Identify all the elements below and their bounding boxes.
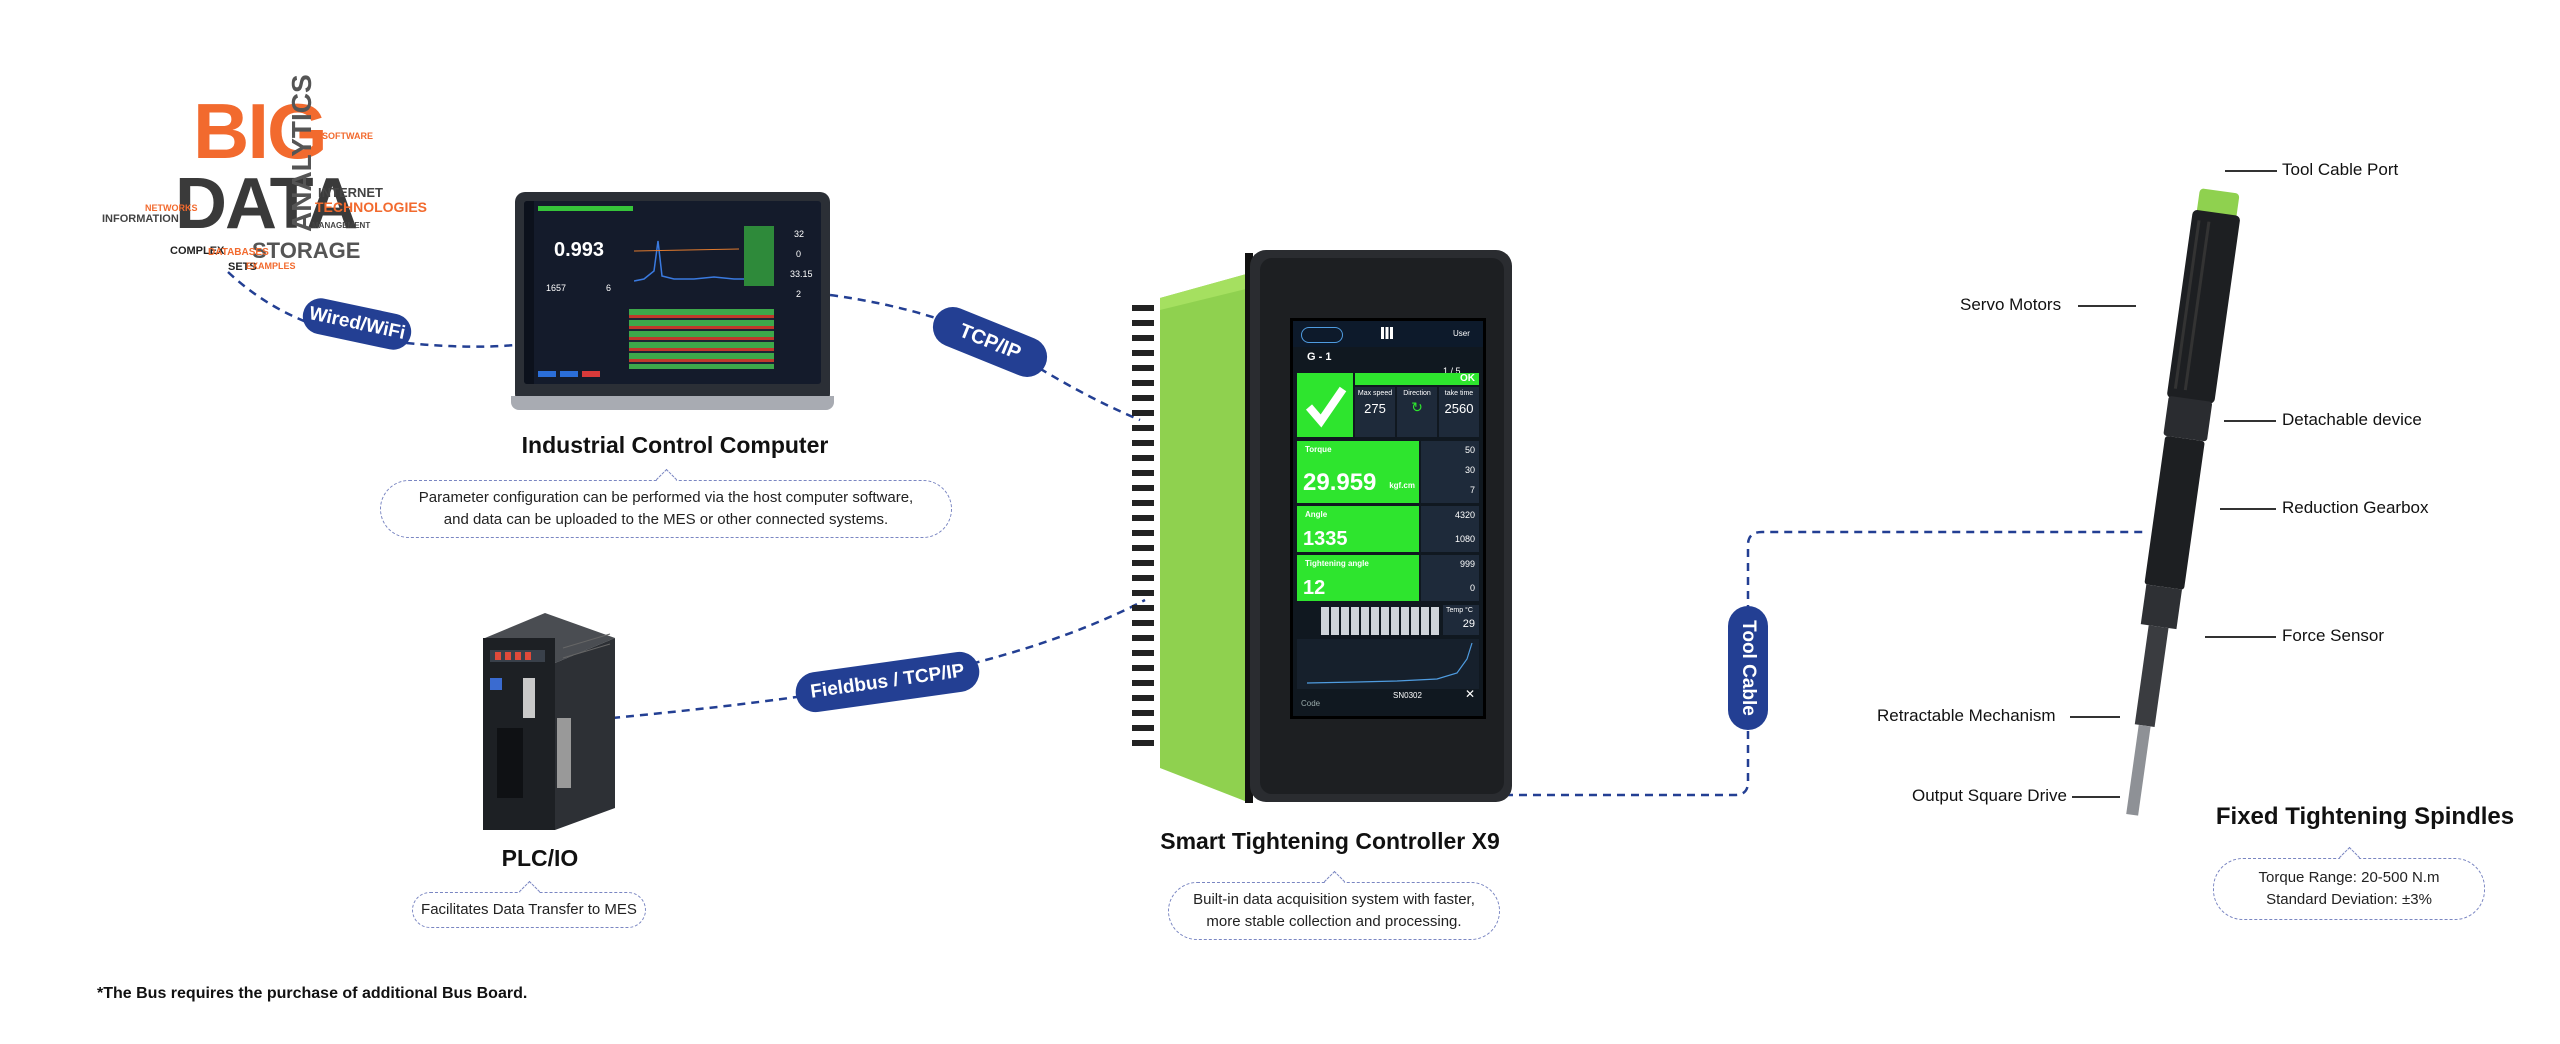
plc-description: Facilitates Data Transfer to MES	[412, 880, 646, 928]
laptop-sub-value-2: 6	[606, 283, 612, 293]
label-reduction-gearbox: Reduction Gearbox	[2282, 498, 2429, 517]
computer-description: Parameter configuration can be performed…	[380, 468, 952, 538]
screen-group: G - 1	[1307, 351, 1332, 363]
ok-check-panel	[1297, 373, 1353, 437]
screen-user[interactable]: User	[1453, 329, 1470, 338]
wc-sets: SETS	[228, 261, 257, 273]
footnote: *The Bus requires the purchase of additi…	[97, 985, 528, 1002]
tightening-logo-icon	[1301, 327, 1343, 343]
tightening-angle-panel: Tightening angle 12	[1297, 555, 1419, 601]
wc-databases: DATABASES	[208, 247, 269, 258]
label-force-sensor: Force Sensor	[2282, 626, 2385, 645]
label-tool-cable-port: Tool Cable Port	[2282, 160, 2399, 179]
screen-code-label: Code	[1301, 699, 1321, 708]
ok-badge: OK	[1355, 373, 1479, 385]
plc-desc-text: Facilitates Data Transfer to MES	[421, 901, 637, 918]
wc-big: BIG	[193, 87, 328, 175]
screen-angle: 1335	[1303, 528, 1348, 550]
controller-title: Smart Tightening Controller X9	[1160, 828, 1500, 854]
wc-internet: INTERNET	[318, 185, 383, 200]
wire-controller-spindle	[1418, 530, 2145, 797]
torque-limits: 50 30 7	[1421, 441, 1479, 503]
screen-count: 1 / 5	[1443, 366, 1461, 376]
laptop-right-1: 32	[794, 229, 805, 239]
spindle-spec-line2: Standard Deviation: ±3%	[2266, 891, 2432, 908]
screen-sn: SN0302	[1393, 691, 1422, 700]
plc-device-image	[483, 613, 615, 830]
wc-storage: STORAGE	[252, 238, 361, 263]
industrial-computer-image: 0.993 1657 6 32 0 33.15 2	[511, 192, 834, 410]
controller-description: Built-in data acquisition system with fa…	[1168, 870, 1500, 940]
spindle-title: Fixed Tightening Spindles	[2215, 803, 2515, 830]
laptop-sub-value: 1657	[546, 283, 567, 293]
wc-examples: EXAMPLES	[246, 261, 296, 271]
screen-torque: 29.959	[1303, 469, 1377, 496]
angle-panel: Angle 1335	[1297, 506, 1419, 552]
torque-panel: Torque 29.959 kgf.cm	[1297, 441, 1419, 503]
laptop-right-3: 33.15	[790, 269, 813, 279]
direction-arrow-icon: ↻	[1411, 399, 1423, 415]
controller-desc-line2: more stable collection and processing.	[1206, 913, 1462, 930]
label-retractable-mechanism: Retractable Mechanism	[1877, 706, 2056, 725]
wc-networks: NETWORKS	[145, 203, 198, 213]
computer-title: Industrial Control Computer	[521, 432, 829, 458]
torque-curve-chart	[1297, 639, 1479, 689]
temp-cell: Temp °C 29	[1443, 605, 1479, 635]
wc-data: DATA	[175, 164, 358, 244]
tangle-limits: 999 0	[1421, 555, 1479, 601]
laptop-right-2: 0	[796, 249, 802, 259]
max-speed-cell: Max speed 275	[1355, 387, 1395, 437]
close-icon[interactable]: ✕	[1465, 687, 1476, 701]
take-time-cell: take time 2560	[1439, 387, 1479, 437]
pill-tool-cable: Tool Cable	[1728, 606, 1768, 730]
spindle-image	[2126, 188, 2240, 816]
plc-title: PLC/IO	[501, 845, 579, 871]
wc-complex: COMPLEX	[170, 245, 225, 257]
label-output-square-drive: Output Square Drive	[1912, 786, 2067, 805]
computer-desc-line1: Parameter configuration can be performed…	[418, 489, 914, 506]
wc-information: INFORMATION	[102, 213, 179, 225]
screen-tangle: 12	[1303, 577, 1326, 599]
laptop-screen: 0.993 1657 6 32 0 33.15 2	[524, 201, 821, 384]
wc-management: MANAGEMENT	[312, 221, 371, 230]
wc-analytics: ANALYTICS	[286, 74, 317, 232]
label-servo-motors: Servo Motors	[1960, 295, 2062, 314]
wc-software: SOFTWARE	[322, 131, 373, 141]
spindle-spec-line1: Torque Range: 20-500 N.m	[2258, 869, 2440, 886]
spindle-specs: Torque Range: 20-500 N.m Standard Deviat…	[2213, 846, 2485, 920]
angle-limits: 4320 1080	[1421, 506, 1479, 552]
laptop-value: 0.993	[554, 239, 605, 261]
wc-technologies: TECHNOLOGIES	[315, 199, 428, 215]
laptop-right-4: 2	[796, 289, 802, 299]
controller-desc-line1: Built-in data acquisition system with fa…	[1193, 891, 1475, 908]
menu-grid-icon[interactable]	[1381, 327, 1393, 339]
direction-cell: Direction ↻	[1397, 387, 1437, 437]
screen-ok: OK	[1460, 373, 1475, 384]
computer-desc-line2: and data can be uploaded to the MES or o…	[443, 511, 889, 528]
sequence-cells	[1321, 607, 1441, 635]
controller-screen: User G - 1 1 / 5 OK Max speed 275 Direct…	[1290, 318, 1486, 719]
label-detachable-device: Detachable device	[2282, 410, 2422, 429]
